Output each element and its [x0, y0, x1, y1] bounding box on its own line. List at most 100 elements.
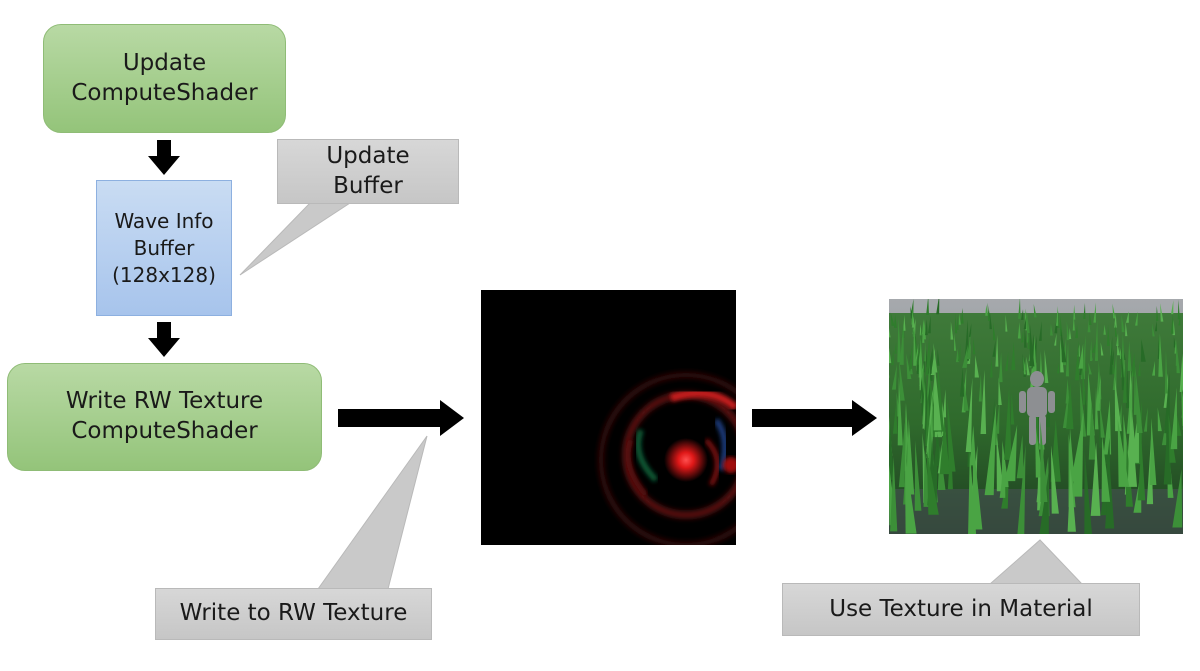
grass-blade	[1121, 314, 1125, 333]
grass-blade	[1072, 315, 1075, 331]
grass-blade	[897, 376, 903, 446]
grass-blade	[1134, 401, 1142, 465]
grass-blade	[933, 362, 942, 431]
grass-blade	[1149, 417, 1157, 486]
grass-blade	[1033, 304, 1037, 318]
grass-blade	[1024, 326, 1027, 348]
wave-texture-image	[481, 290, 736, 545]
grass-blade	[1101, 435, 1111, 502]
grass-blade	[1112, 358, 1116, 375]
grass-blade	[1130, 352, 1136, 377]
grass-blade	[1055, 305, 1059, 326]
grass-blade	[1114, 313, 1117, 328]
grass-blade	[924, 341, 927, 362]
grass-blade	[984, 403, 997, 496]
grass-blade	[1164, 350, 1168, 394]
grass-blade	[1114, 377, 1122, 432]
grass-blade	[980, 369, 987, 434]
grass-blade	[1127, 407, 1138, 487]
grass-blade	[966, 333, 971, 360]
grass-blade	[1103, 324, 1106, 335]
grass-blade	[1125, 321, 1128, 337]
grass-blade	[1122, 360, 1127, 403]
down-arrow-2	[148, 322, 180, 357]
grass-blade	[1178, 314, 1181, 326]
grass-blade	[1179, 353, 1183, 393]
grass-blade	[1017, 322, 1021, 339]
grass-blade	[1079, 363, 1082, 376]
grass-blade	[1146, 439, 1154, 505]
grass-blade	[1060, 328, 1067, 363]
grass-blade	[1089, 339, 1093, 361]
grass-blade	[914, 440, 922, 511]
grass-blade	[1040, 421, 1048, 502]
grass-blade	[1018, 299, 1021, 319]
grass-blade	[1156, 305, 1159, 321]
grass-blade	[1023, 316, 1027, 329]
grass-blade	[926, 299, 929, 315]
grass-blade	[936, 299, 940, 315]
grass-blade	[933, 342, 938, 373]
grass-blade	[999, 455, 1006, 498]
grass-blade	[913, 324, 917, 366]
grass-blade	[1059, 315, 1063, 337]
grass-blade	[960, 307, 964, 324]
update-buffer-callout-tail	[239, 202, 352, 276]
grass-blade	[1068, 427, 1075, 482]
grass-blade	[1094, 318, 1099, 361]
grass-blade	[891, 349, 894, 366]
write-to-rw-texture-callout: Write to RW Texture	[155, 588, 432, 640]
grass-blade	[1054, 333, 1057, 346]
grass-blade	[1066, 382, 1074, 430]
grass-blade	[958, 313, 961, 325]
grass-blade	[1067, 468, 1076, 532]
grass-blade	[1172, 469, 1183, 528]
grass-blade	[1182, 419, 1183, 430]
grass-blade	[1173, 337, 1177, 348]
grass-blade	[1040, 351, 1043, 373]
grass-blade	[1089, 312, 1092, 325]
grass-blade	[926, 449, 939, 515]
grass-blade	[1027, 330, 1030, 349]
grass-blade	[1093, 302, 1096, 323]
update-buffer-callout: Update Buffer	[277, 139, 459, 204]
grass-blade	[1137, 443, 1146, 501]
grass-blade	[918, 351, 923, 391]
right-arrow-2	[752, 400, 877, 436]
grass-blade	[954, 333, 957, 351]
grass-blade	[1152, 323, 1155, 337]
grass-blade	[1065, 341, 1069, 377]
grass-blade	[1154, 320, 1158, 332]
grass-blade	[1125, 365, 1130, 409]
grass-blade	[1087, 320, 1091, 333]
grass-blade	[891, 364, 897, 390]
grass-blade	[1112, 353, 1117, 391]
grass-blade	[995, 334, 999, 367]
grass-blade	[1158, 333, 1163, 377]
right-arrow-1	[338, 400, 464, 436]
grass-blade	[1021, 329, 1024, 343]
grass-blade	[1082, 362, 1087, 405]
grass-blade	[1004, 386, 1012, 460]
grass-blade	[1083, 302, 1086, 319]
grass-blade	[1157, 407, 1162, 432]
grass-blade	[1088, 399, 1097, 460]
grass-blade	[1095, 374, 1101, 411]
grass-blade	[1001, 465, 1010, 509]
down-arrow-1	[148, 140, 180, 175]
grass-blade	[1116, 333, 1119, 347]
grass-blade	[1011, 341, 1016, 371]
grass-blade	[1121, 346, 1126, 391]
grass-blade	[1100, 342, 1104, 356]
grass-blade	[1135, 366, 1143, 433]
grass-blade	[890, 456, 898, 532]
grass-blade	[1074, 340, 1080, 381]
grass-blade	[947, 398, 956, 472]
grass-blade	[1114, 323, 1118, 337]
grass-blade	[1125, 311, 1129, 323]
grass-blade	[968, 323, 972, 337]
grass-blade	[1022, 353, 1026, 371]
grass-blade	[910, 306, 914, 319]
grass-blade	[1023, 356, 1026, 375]
grass-blade	[1090, 442, 1101, 516]
